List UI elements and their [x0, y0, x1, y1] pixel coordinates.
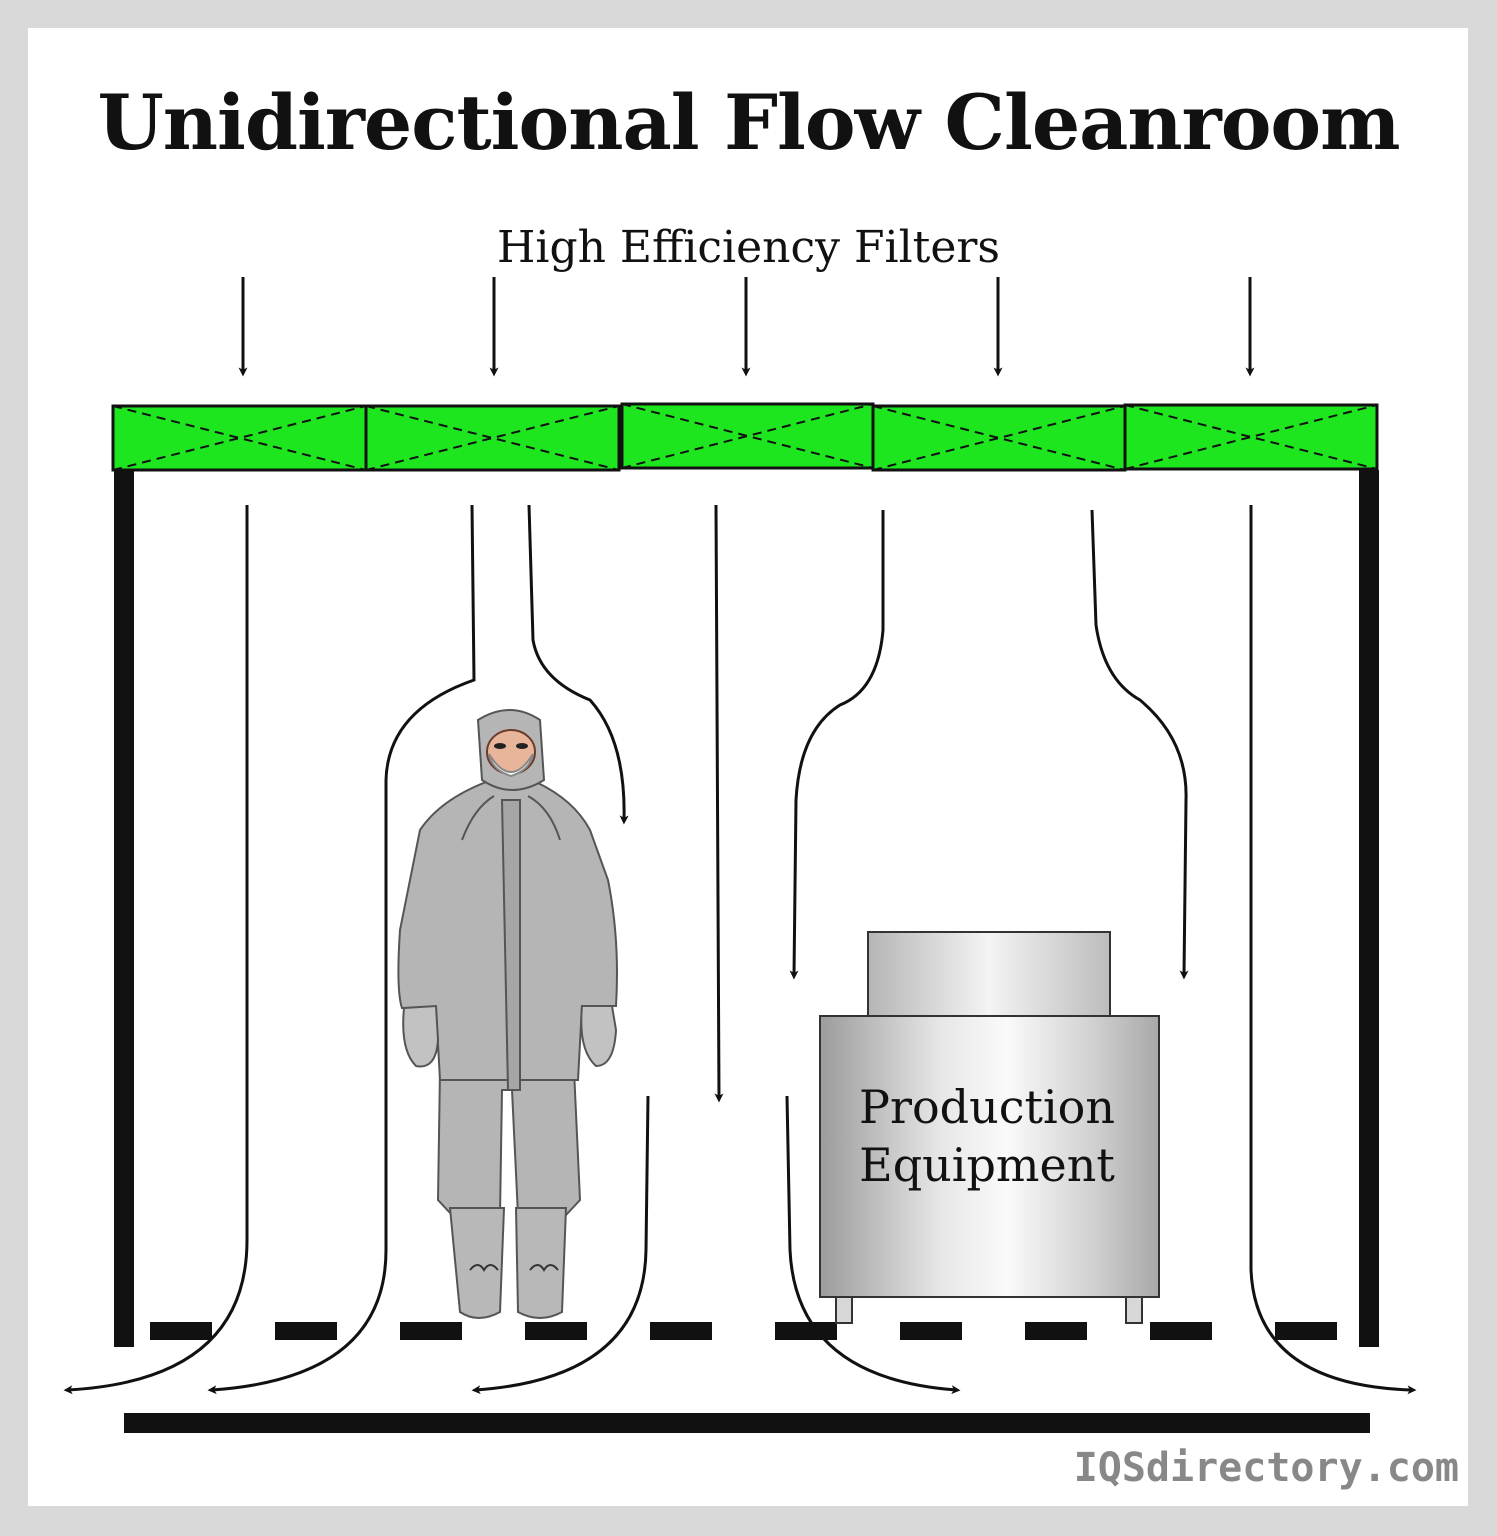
filters-label: High Efficiency Filters [497, 222, 1000, 273]
equipment-label: Production Equipment [822, 1078, 1152, 1194]
filter-panel [1123, 403, 1379, 471]
left-wall [114, 470, 134, 1347]
equipment-label-line1: Production [859, 1080, 1115, 1134]
watermark: IQSdirectory.com [1073, 1445, 1459, 1491]
base-floor [124, 1413, 1370, 1433]
filter-panel [111, 404, 368, 472]
high-efficiency-filters [111, 402, 1379, 472]
right-wall [1359, 470, 1379, 1347]
production-equipment-icon [819, 931, 1160, 1324]
diagram-background [28, 28, 1468, 1506]
diagram-title: Unidirectional Flow Cleanroom [97, 78, 1400, 167]
person-in-cleanroom-suit-icon [397, 709, 618, 1319]
incoming-air-arrows [238, 277, 1255, 377]
cleanroom-walls [114, 470, 1379, 1433]
equipment-label-line2: Equipment [859, 1138, 1115, 1192]
filter-panel [364, 404, 621, 472]
filter-panel [871, 404, 1127, 472]
filter-panel [620, 402, 875, 470]
perforated-floor [150, 1322, 1337, 1340]
airflow-lines [63, 504, 1417, 1395]
